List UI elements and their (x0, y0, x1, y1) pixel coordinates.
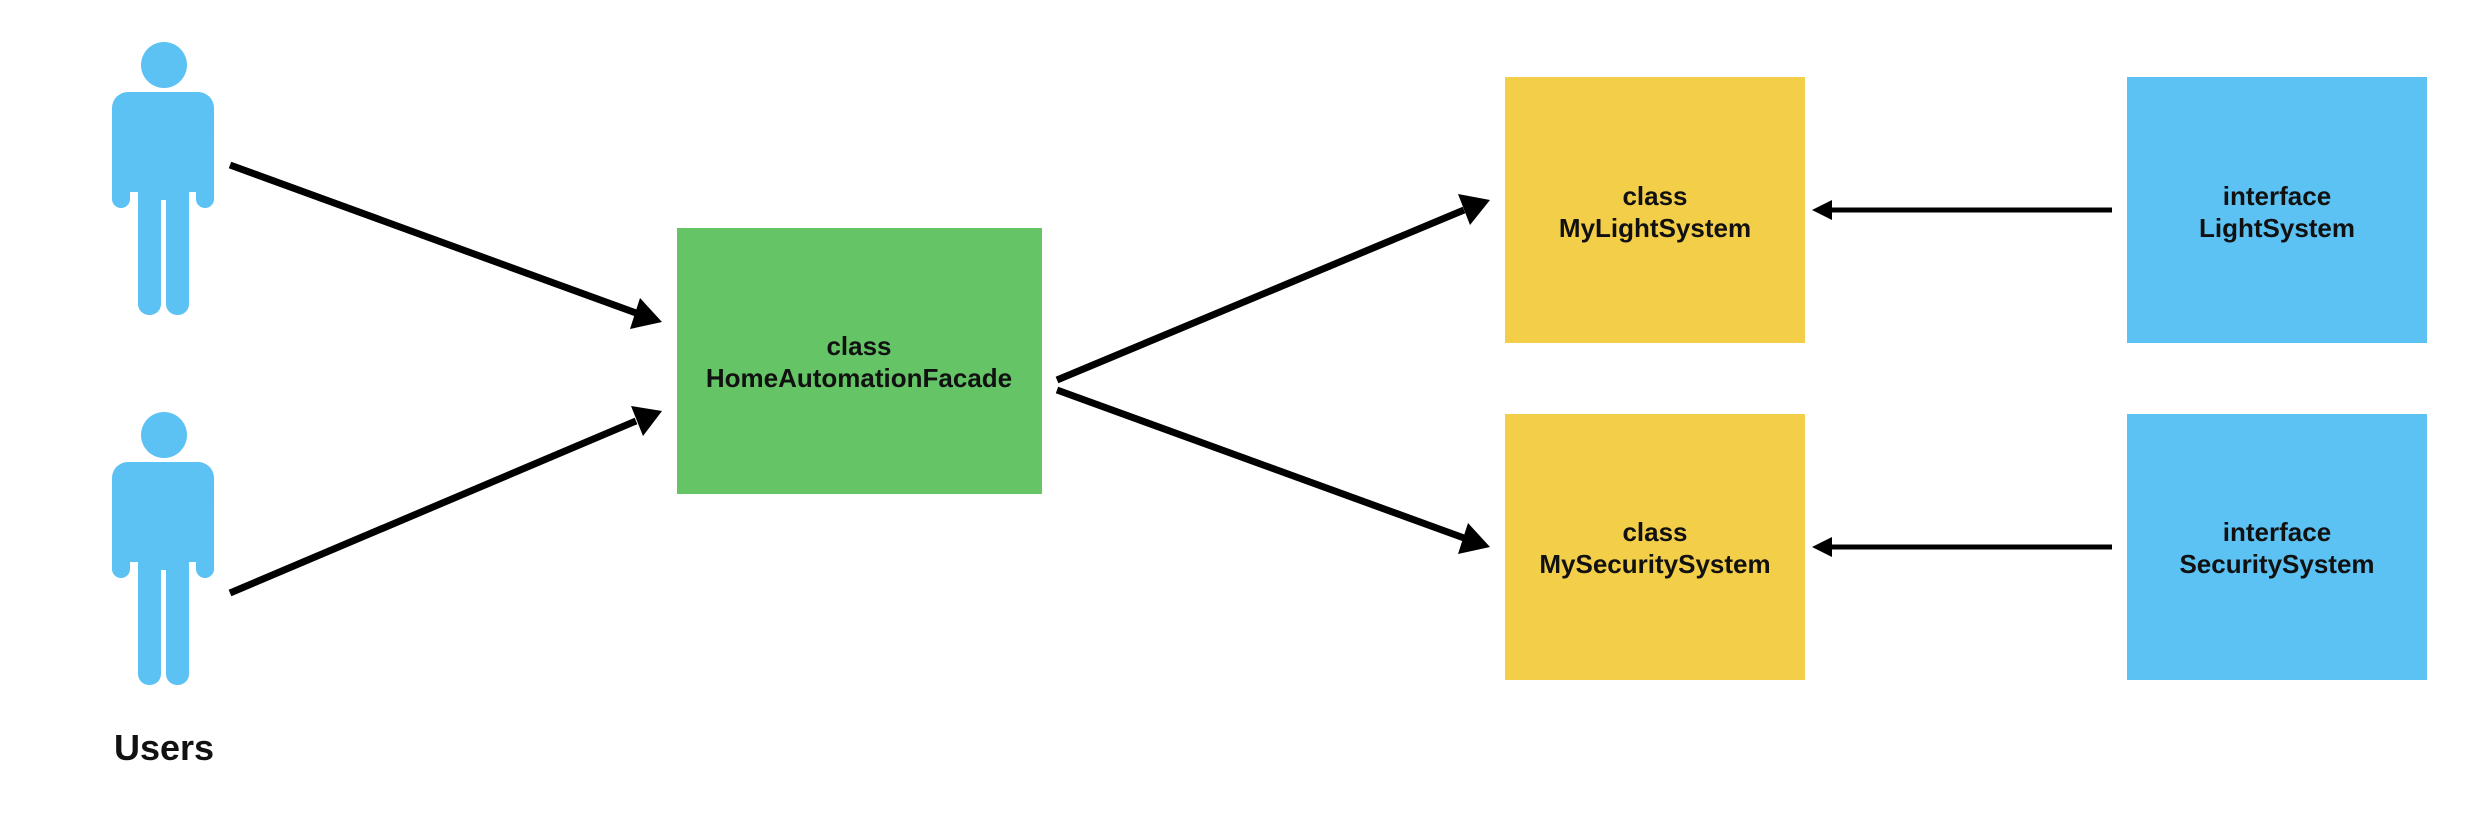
my-light-system-name: MyLightSystem (1559, 213, 1751, 243)
light-system-interface-name: LightSystem (2199, 213, 2355, 243)
arrow-user-bottom-to-facade (228, 406, 662, 597)
arrow-user-top-to-facade (228, 161, 662, 329)
arrow-security-interface-to-my-security-system (1812, 537, 2112, 557)
security-system-interface-box: interface SecuritySystem (2127, 414, 2427, 680)
arrow-facade-to-my-security-system (1055, 386, 1490, 554)
light-system-interface-box: interface LightSystem (2127, 77, 2427, 343)
my-security-system-box: class MySecuritySystem (1505, 414, 1805, 680)
arrow-light-interface-to-my-light-system (1812, 200, 2112, 220)
users-label: Users (114, 727, 214, 768)
my-light-system-keyword: class (1622, 181, 1687, 211)
arrow-facade-to-my-light-system (1055, 194, 1490, 384)
user-icon-bottom (112, 412, 214, 685)
security-system-interface-keyword: interface (2223, 517, 2331, 547)
my-security-system-keyword: class (1622, 517, 1687, 547)
light-system-interface-keyword: interface (2223, 181, 2331, 211)
security-system-interface-name: SecuritySystem (2179, 549, 2374, 579)
user-icon-top (112, 42, 214, 315)
my-light-system-box: class MyLightSystem (1505, 77, 1805, 343)
facade-name: HomeAutomationFacade (706, 363, 1012, 393)
my-security-system-name: MySecuritySystem (1539, 549, 1770, 579)
facade-box: class HomeAutomationFacade (677, 228, 1042, 494)
facade-keyword: class (826, 331, 891, 361)
